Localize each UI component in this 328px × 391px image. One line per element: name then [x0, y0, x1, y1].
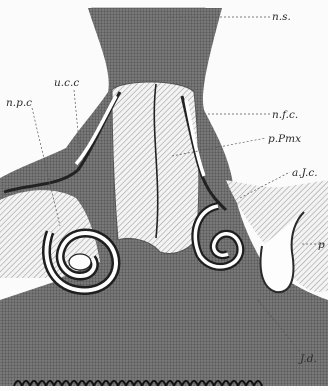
label-ajc: a.J.c. — [292, 167, 318, 179]
label-ns: n.s. — [272, 11, 291, 23]
label-p: p — [318, 239, 325, 251]
label-ucc: u.c.c — [54, 77, 79, 89]
label-ppmx: p.Pmx — [268, 133, 301, 145]
label-nfc: n.f.c. — [272, 109, 298, 121]
label-jd: J.d. — [298, 353, 317, 365]
label-npc: n.p.c — [6, 97, 32, 109]
